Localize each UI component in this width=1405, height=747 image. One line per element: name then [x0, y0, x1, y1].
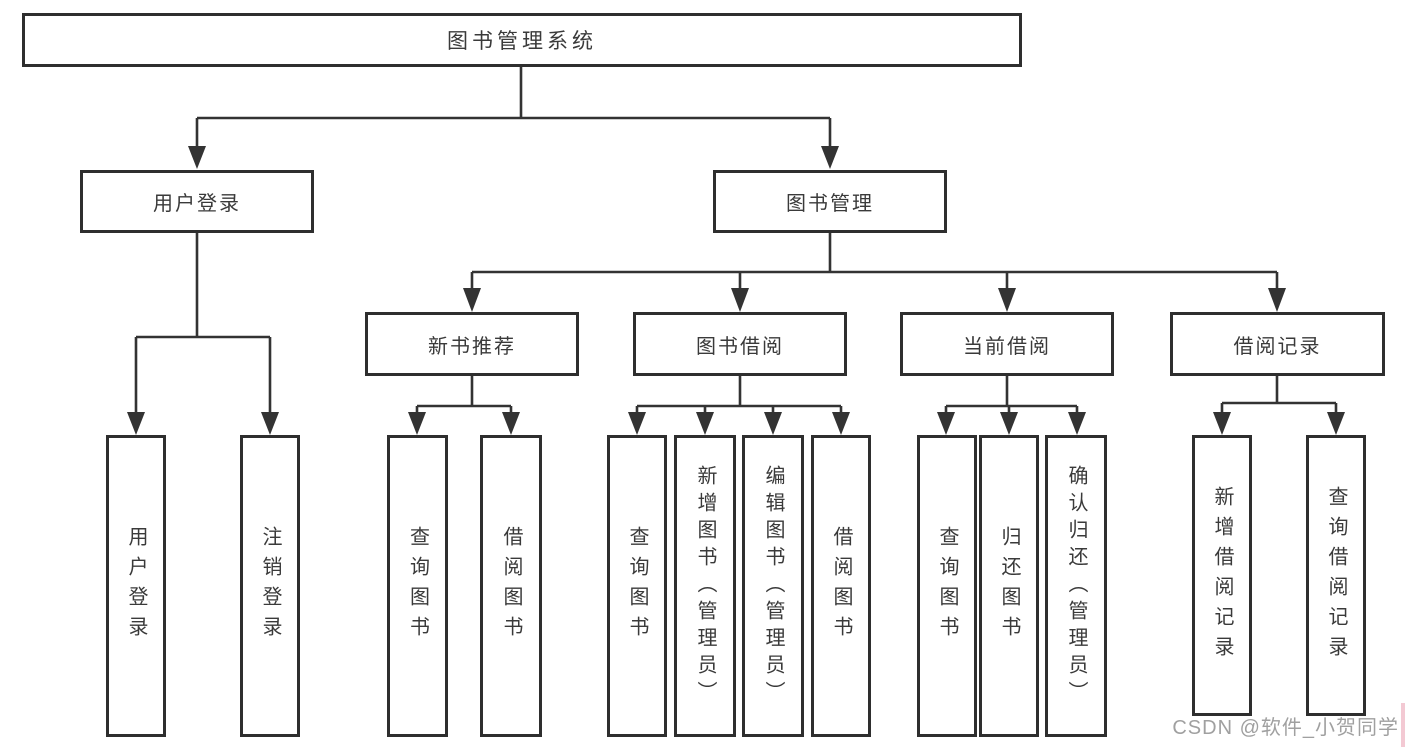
node-book-mgmt: 图书管理 [713, 170, 947, 233]
leaf-current-return-label: 归还图书 [998, 526, 1020, 646]
node-borrow-records: 借阅记录 [1170, 312, 1385, 376]
leaf-logout-label: 注销登录 [259, 526, 281, 646]
leaf-records-add: 新增借阅记录 [1192, 435, 1252, 716]
node-current-borrow: 当前借阅 [900, 312, 1114, 376]
leaf-newbooks-borrow-label: 借阅图书 [500, 526, 522, 646]
connector-book-mgmt-split [463, 233, 1286, 312]
node-new-books-label: 新书推荐 [428, 335, 516, 358]
node-new-books: 新书推荐 [365, 312, 579, 376]
connector-borrow-records-split [1213, 376, 1345, 435]
node-book-mgmt-label: 图书管理 [786, 193, 874, 215]
leaf-records-query-label: 查询借阅记录 [1325, 485, 1347, 666]
watermark: CSDN @软件_小贺同学 [1172, 717, 1399, 739]
leaf-current-confirm-label: 确认归还（管理员） [1065, 464, 1087, 708]
leaf-user-login-label: 用户登录 [125, 526, 147, 646]
leaf-current-query: 查询图书 [917, 435, 977, 737]
node-root: 图书管理系统 [22, 13, 1022, 67]
node-book-borrow-label: 图书借阅 [696, 335, 784, 358]
connector-root-split [188, 67, 839, 169]
node-borrow-records-label: 借阅记录 [1233, 335, 1322, 358]
leaf-borrow-query: 查询图书 [607, 435, 667, 737]
leaf-borrow-edit: 编辑图书（管理员） [742, 435, 804, 737]
leaf-user-login: 用户登录 [106, 435, 166, 737]
leaf-newbooks-borrow: 借阅图书 [480, 435, 542, 737]
leaf-borrow-borrow: 借阅图书 [811, 435, 871, 737]
leaf-logout: 注销登录 [240, 435, 300, 737]
leaf-current-confirm: 确认归还（管理员） [1045, 435, 1107, 737]
node-user-login: 用户登录 [80, 170, 314, 233]
leaf-borrow-add-label: 新增图书（管理员） [694, 464, 716, 708]
leaf-records-query: 查询借阅记录 [1306, 435, 1366, 716]
connector-current-borrow-split [937, 376, 1086, 435]
leaf-current-return: 归还图书 [979, 435, 1039, 737]
connector-new-books-split [408, 376, 520, 435]
node-current-borrow-label: 当前借阅 [963, 335, 1051, 358]
leaf-borrow-edit-label: 编辑图书（管理员） [762, 464, 784, 708]
leaf-newbooks-query: 查询图书 [387, 435, 448, 737]
leaf-borrow-add: 新增图书（管理员） [674, 435, 736, 737]
node-book-borrow: 图书借阅 [633, 312, 847, 376]
edge-pink-strip [1401, 703, 1405, 747]
leaf-newbooks-query-label: 查询图书 [406, 526, 429, 646]
connector-user-login-split [127, 233, 279, 435]
node-root-label: 图书管理系统 [447, 30, 597, 53]
connector-book-borrow-split [628, 376, 850, 435]
leaf-borrow-query-label: 查询图书 [626, 526, 648, 646]
leaf-borrow-borrow-label: 借阅图书 [830, 526, 852, 646]
node-user-login-label: 用户登录 [153, 193, 241, 215]
leaf-current-query-label: 查询图书 [936, 526, 958, 646]
leaf-records-add-label: 新增借阅记录 [1211, 485, 1233, 666]
